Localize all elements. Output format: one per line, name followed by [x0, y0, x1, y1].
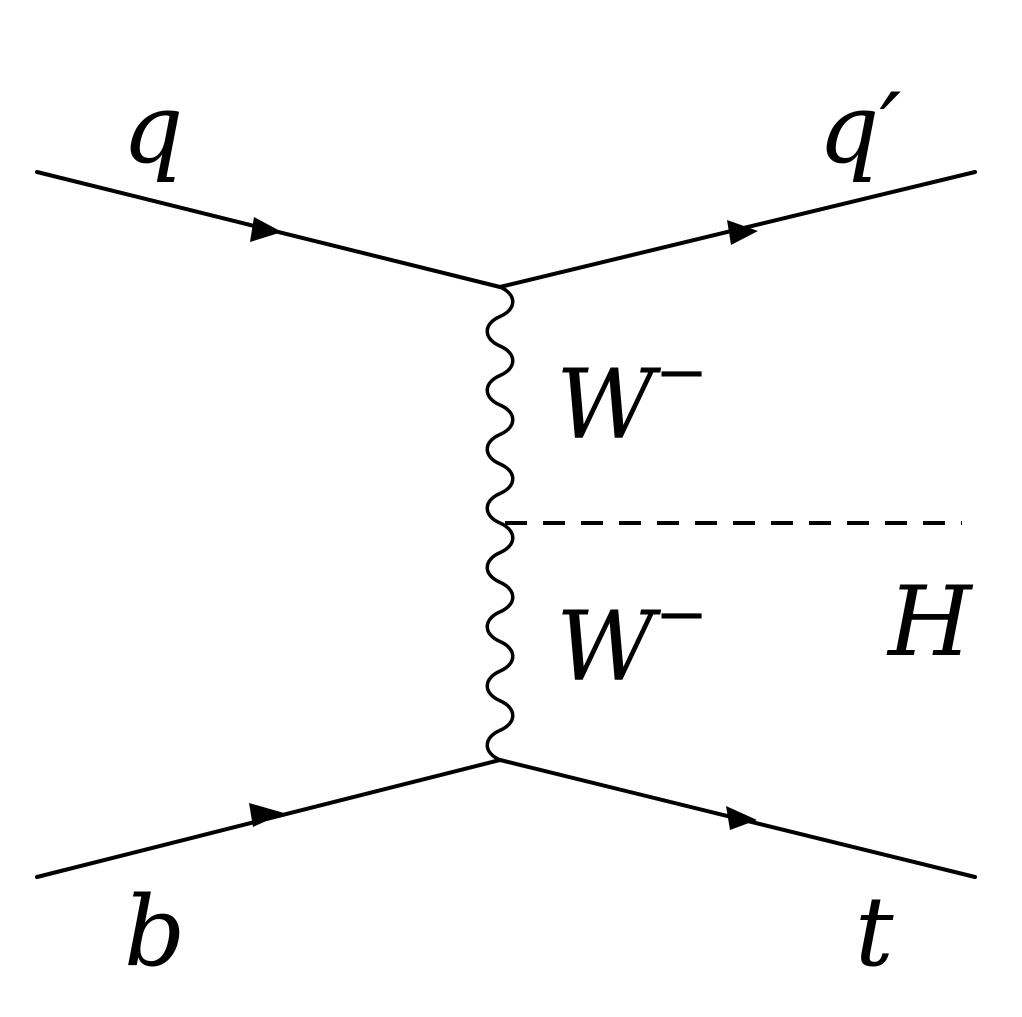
- label-t: t: [855, 876, 894, 988]
- boson-line-upper: [485, 285, 515, 525]
- label-q: q: [122, 73, 183, 185]
- label-b: b: [124, 876, 185, 988]
- label-h: H: [886, 566, 974, 678]
- label-w-lower-symbol: W: [556, 591, 662, 703]
- arrow-q-in: [250, 217, 282, 242]
- label-w-lower: W−: [556, 578, 708, 703]
- arrow-b-in: [249, 803, 284, 827]
- arrow-t-out: [726, 806, 757, 830]
- label-w-upper-charge: −: [655, 336, 709, 410]
- boson-line-lower: [485, 521, 515, 762]
- label-w-upper-symbol: W: [556, 349, 662, 461]
- label-w-lower-charge: −: [655, 578, 709, 652]
- arrow-q-out: [727, 220, 758, 245]
- label-q-prime: q′: [818, 73, 901, 185]
- label-w-upper: W−: [556, 336, 708, 461]
